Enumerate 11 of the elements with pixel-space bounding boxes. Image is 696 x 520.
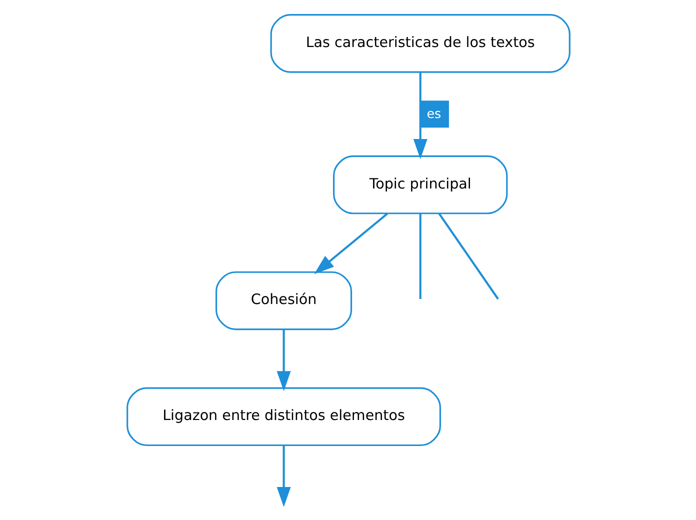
node-box: Las caracteristicas de los textos <box>270 14 570 73</box>
arrow <box>276 445 290 508</box>
connector <box>438 213 498 300</box>
node-box: Ligazon entre distintos elementos <box>126 387 440 446</box>
arrow <box>314 212 388 274</box>
node-box: Cohesión <box>215 271 352 330</box>
node-box: Topic principal <box>332 155 508 214</box>
edge-label: es <box>426 106 441 121</box>
arrow <box>412 72 427 160</box>
connector <box>418 214 421 299</box>
arrow <box>276 330 290 392</box>
